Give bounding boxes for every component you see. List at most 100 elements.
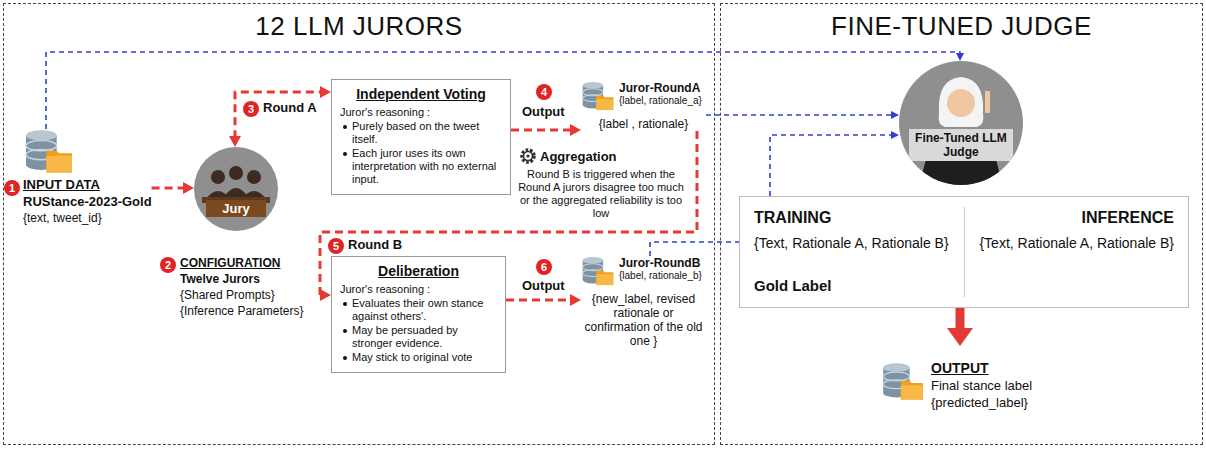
folder-back [901, 381, 923, 400]
arrow-head [570, 124, 581, 136]
db-top [26, 130, 57, 140]
callout-number: 5 [328, 238, 344, 254]
bullet-dot [343, 152, 347, 156]
connector-line [706, 114, 893, 116]
judge-face [947, 89, 975, 117]
config-text: {Shared Prompts} [180, 288, 275, 302]
judge-finger [985, 91, 990, 113]
jury-label: Jury [206, 200, 266, 217]
bullet-text: Evaluates their own stance against other… [352, 297, 497, 323]
folder-back [596, 271, 613, 285]
store-fields: {label, rationale_b} [619, 270, 706, 281]
folder-front [46, 156, 72, 173]
connector-line [506, 299, 572, 302]
box-title: Deliberation [340, 263, 497, 279]
config-text: Twelve Jurors [180, 272, 260, 286]
judge-wig [939, 77, 984, 127]
inference-inputs: {Text, Rationale A, Rationale B} [979, 235, 1174, 251]
box-subtitle: Juror's reasoning : [340, 283, 497, 295]
gear-teeth [522, 150, 534, 162]
inference-heading: INFERENCE [1082, 209, 1174, 227]
juror-body [224, 188, 248, 197]
callout-number: 3 [243, 101, 259, 117]
connector-line [235, 92, 322, 138]
bullet-dot [343, 302, 347, 306]
output-field: {predicted_label} [931, 395, 1032, 410]
bullet-text: May be persuaded by stronger evidence. [352, 324, 497, 350]
box-subtitle: Juror's reasoning : [340, 106, 502, 118]
store-node: Juror-RoundA{label, rationale_a}{label ,… [581, 81, 706, 131]
output-text: Final stance label [931, 378, 1032, 393]
database-icon [23, 129, 75, 175]
icon-holder [23, 129, 75, 175]
juror-head [211, 170, 225, 184]
panel-node: FINE-TUNED JUDGE Fine-Tuned LLM JudgeTRAI… [720, 3, 1203, 445]
bullet-item: Purely based on the tweet itself. [340, 120, 502, 146]
round-label: Round A [263, 100, 317, 115]
dataset-name: RUStance-2023-Gold [23, 194, 152, 209]
aggregation-label: Aggregation [540, 149, 617, 164]
panel-heading: FINE-TUNED JUDGE [721, 11, 1202, 42]
input-node: INPUT DATA RUStance-2023-Gold {text, tweet… [23, 129, 152, 225]
database-icon [581, 256, 615, 287]
juror-head [229, 166, 243, 180]
folder-front [596, 99, 613, 110]
round-label: Round B [348, 237, 402, 252]
store-name: Juror-RoundB [619, 256, 706, 270]
database-icon [581, 81, 615, 112]
panel-node: 12 LLM JURORS INPUT DATA RUStance-2023-Gol… [3, 3, 715, 445]
connector-line [956, 308, 965, 332]
db-top [583, 257, 603, 264]
connector [152, 182, 194, 194]
connector [706, 111, 899, 119]
training-inputs: {Text, Rationale A, Rationale B} [754, 235, 954, 251]
judge-label: Fine-Tuned LLM Judge [909, 129, 1013, 161]
folder-front [901, 385, 923, 399]
training-heading: TRAINING [754, 209, 831, 227]
connector [511, 124, 581, 136]
bullet-item: Evaluates their own stance against other… [340, 297, 497, 323]
output-label: Output [522, 104, 565, 119]
output-heading: OUTPUT [931, 360, 1032, 376]
bullet-text: May stick to original vote [352, 351, 497, 364]
gold-label: Gold Label [754, 277, 832, 294]
gear-icon [522, 150, 534, 162]
store-node: Juror-RoundB{label, rationale_b}{new_lab… [581, 256, 706, 348]
db-top [583, 82, 603, 89]
arrow-head [320, 289, 331, 301]
callout-number: 4 [536, 84, 552, 100]
judge-node: Fine-Tuned LLM Judge [899, 61, 1023, 185]
input-heading: INPUT DATA [23, 177, 152, 192]
folder-back [596, 96, 613, 110]
output-node: OUTPUT Final stance label {predicted_label… [881, 346, 1032, 410]
bullet-text: Each juror uses its own interpretation w… [352, 147, 502, 186]
bullet-dot [343, 125, 347, 129]
bullet-item: May stick to original vote [340, 351, 497, 364]
gear-hub [526, 154, 529, 157]
connector-line [511, 129, 572, 132]
panel-heading: 12 LLM JURORS [4, 11, 714, 42]
callout-number: 1 [4, 180, 20, 196]
db-top [883, 363, 909, 372]
database-icon [881, 362, 925, 402]
output-label: Output [522, 278, 565, 293]
callout-number: 2 [160, 257, 176, 273]
connector [947, 308, 973, 346]
dataset-fields: {text, tweet_id} [23, 211, 152, 225]
gear-ring [524, 152, 533, 161]
jury-node: Jury [194, 147, 278, 231]
store-header: Juror-RoundA{label, rationale_a} [581, 81, 706, 113]
bullet-dot [343, 356, 347, 360]
juror-head [247, 170, 261, 184]
config-text: {Inference Parameters} [180, 304, 303, 318]
bullet-item: May be persuaded by stronger evidence. [340, 324, 497, 350]
aggregation-note: Round B is triggered when the Round A ju… [512, 168, 690, 220]
callout-number: 6 [536, 259, 552, 275]
divider-line [964, 207, 965, 297]
folder-front [596, 274, 613, 285]
connector [506, 294, 581, 306]
jury-illustration [194, 147, 278, 231]
store-header: Juror-RoundB{label, rationale_b} [581, 256, 706, 288]
store-name: Juror-RoundA [619, 81, 706, 95]
connector [229, 86, 331, 147]
